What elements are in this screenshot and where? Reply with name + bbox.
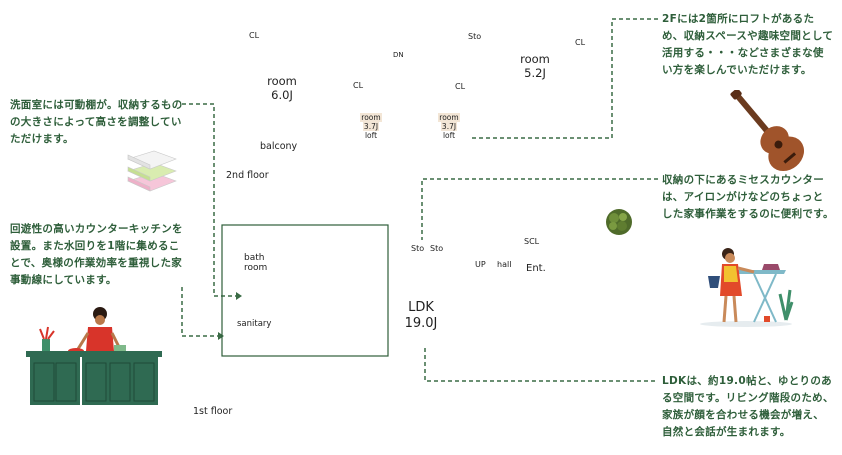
label-up: UP [475,260,486,269]
label-hall: hall [497,260,512,269]
connector-right-bottom [424,348,655,382]
room-5j-size: 5.2J [524,66,546,80]
first-floor-outline [221,224,389,357]
loft-b: room 3.7J loft [430,113,468,140]
note-kitchen: 回遊性の高いカウンターキッチンを設置。また水回りを1階に集めることで、奥様の作業… [10,223,183,286]
note-lofts: 2Fには2箇所にロフトがあるため、収納スペースや趣味空間として活用する・・・など… [662,13,834,76]
label-cl-3: CL [353,81,364,90]
loft-a: room 3.7J loft [352,113,390,140]
label-sto-1: Sto [411,244,425,253]
label-2nd-floor: 2nd floor [226,170,269,181]
label-cl-1: CL [249,31,260,40]
ironing-illustration [700,248,794,327]
room-ldk: LDK 19.0J [396,300,446,332]
label-1st-floor: 1st floor [193,406,233,417]
towels-illustration [127,150,177,192]
arrow-sanitary [218,332,224,340]
connector-left-mid [181,287,218,337]
room-6j-name: room [267,74,297,88]
label-bath-room: bath room [244,253,267,273]
note-ldk: LDKは、約19.0帖と、ゆとりのある空間です。リビング階段のため、家族が顔を合… [662,375,834,438]
label-sto: Sto [468,32,482,41]
label-cl-4: CL [455,82,466,91]
loft-b-tag: loft [442,131,456,140]
loft-b-name: room [438,113,460,122]
bath-line-2: room [244,263,268,273]
loft-a-size: 3.7J [362,122,380,131]
connector-top-right [470,18,658,139]
label-dn: DN [393,51,404,59]
connector-left-top [182,103,236,297]
note-mrs-counter: 収納の下にあるミセスカウンターは、アイロンがけなどのちょっとした家事作業をするの… [662,174,834,220]
room-5j-name: room [520,52,550,66]
arrow-bath [236,292,242,300]
ldk-size: 19.0J [404,316,438,331]
bath-line-1: bath [244,253,265,263]
loft-a-tag: loft [364,131,378,140]
plant-illustration [606,209,632,235]
ldk-name: LDK [408,300,434,315]
guitar-illustration [730,90,805,172]
room-5j: room 5.2J [510,52,560,80]
label-sto-2: Sto [430,244,444,253]
label-cl-2: CL [575,38,586,47]
room-6j: room 6.0J [257,74,307,102]
label-sanitary: sanitary [237,319,272,329]
loft-a-name: room [360,113,382,122]
kitchen-illustration [26,307,162,405]
loft-b-size: 3.7J [440,122,458,131]
label-balcony: balcony [260,141,298,152]
label-scl: SCL [524,237,540,246]
room-6j-size: 6.0J [271,88,293,102]
label-ent: Ent. [526,263,546,274]
connector-right-mid [421,178,658,240]
note-washroom: 洗面室には可動棚が。収納するものの大きさによって高さを調整していただけます。 [10,99,183,145]
